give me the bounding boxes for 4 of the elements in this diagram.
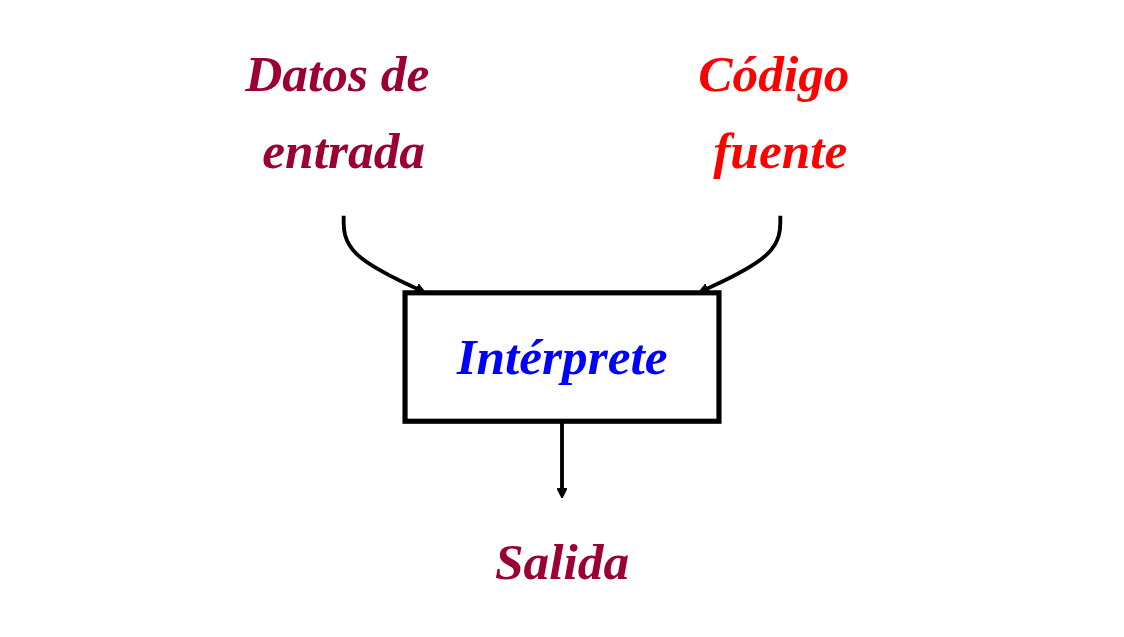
node-text: Código fuente [698,44,850,180]
node-text: Salida [494,532,630,591]
node-text: Datos de entrada [245,44,430,180]
node-box: Intérprete [402,290,722,424]
